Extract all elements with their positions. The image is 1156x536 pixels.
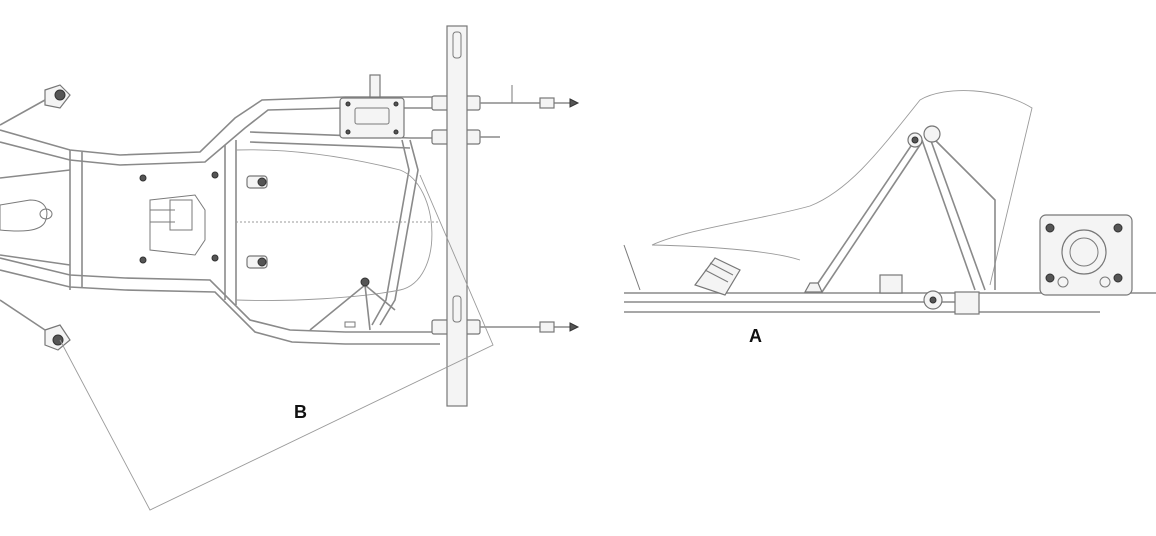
front-spindles <box>431 85 580 335</box>
steering-column-side <box>803 125 996 293</box>
seat-side <box>651 90 1033 286</box>
center-plate <box>149 194 206 256</box>
turning-sweep-line <box>59 174 494 511</box>
bearing-mounts <box>139 171 268 269</box>
view-label-a: A <box>749 326 762 346</box>
rear-bumper-mounts <box>0 84 71 351</box>
seat-outline <box>0 199 53 232</box>
front-brace <box>309 277 396 331</box>
steering-plate <box>339 74 405 139</box>
spindle-hub <box>1039 214 1133 296</box>
view-label-b: B <box>294 402 307 422</box>
front-axle-bar <box>446 25 468 407</box>
floor-tray <box>235 149 438 301</box>
bracket-side <box>879 274 943 310</box>
side-view-chassis <box>623 90 1156 315</box>
top-view-chassis <box>0 25 580 511</box>
exhaust-fitting <box>694 257 741 296</box>
